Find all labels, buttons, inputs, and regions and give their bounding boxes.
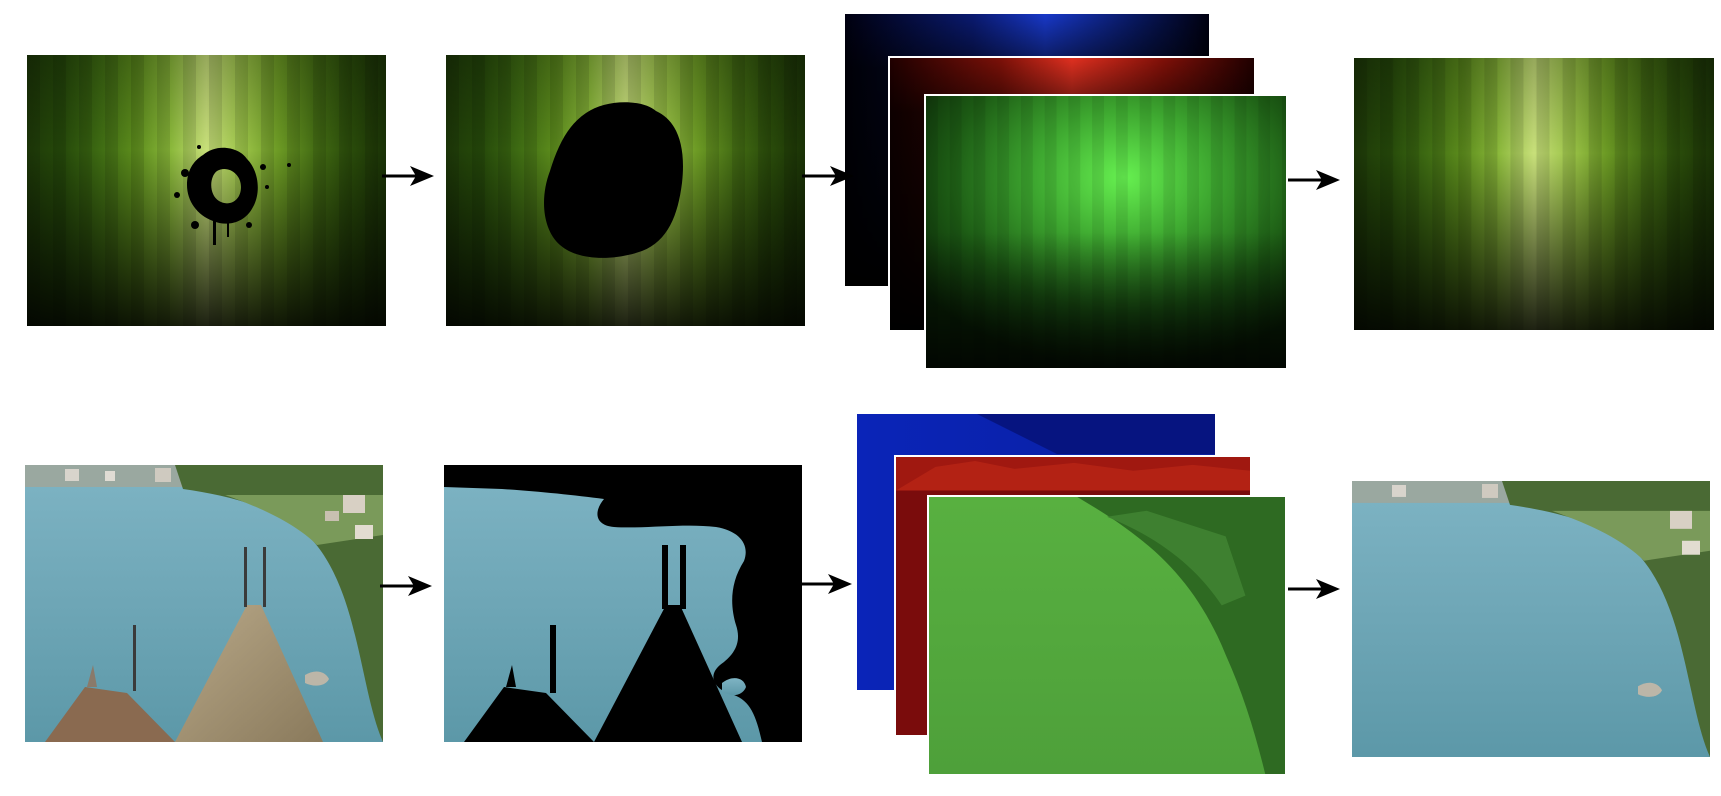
ink-blot bbox=[174, 145, 291, 245]
row1-green-channel bbox=[924, 94, 1288, 370]
row1-input-image-graphic bbox=[27, 55, 386, 326]
row1-input-image bbox=[27, 55, 386, 326]
mask-region-top bbox=[444, 465, 802, 742]
row2-input-image bbox=[25, 465, 383, 742]
arrow-right-icon bbox=[802, 164, 854, 188]
arrow-right-icon bbox=[1288, 168, 1340, 192]
row1-output-image-graphic bbox=[1354, 58, 1714, 330]
row2-mask-image-graphic bbox=[444, 465, 802, 742]
row2-green-channel bbox=[927, 495, 1287, 776]
mask-region bbox=[544, 102, 683, 258]
arrow-right-icon bbox=[382, 164, 434, 188]
row1-mask-image-graphic bbox=[446, 55, 805, 326]
row2-output-image-graphic bbox=[1352, 481, 1710, 757]
mask-region-roofs bbox=[464, 545, 742, 742]
row2-output-image bbox=[1352, 481, 1710, 757]
row1-output-image bbox=[1354, 58, 1714, 330]
row2-input-image-graphic bbox=[25, 465, 383, 742]
arrow-right-icon bbox=[1288, 577, 1340, 601]
row2-mask-image bbox=[444, 465, 802, 742]
arrow-right-icon bbox=[380, 574, 432, 598]
arrow-right-icon bbox=[800, 572, 852, 596]
row1-mask-image bbox=[446, 55, 805, 326]
